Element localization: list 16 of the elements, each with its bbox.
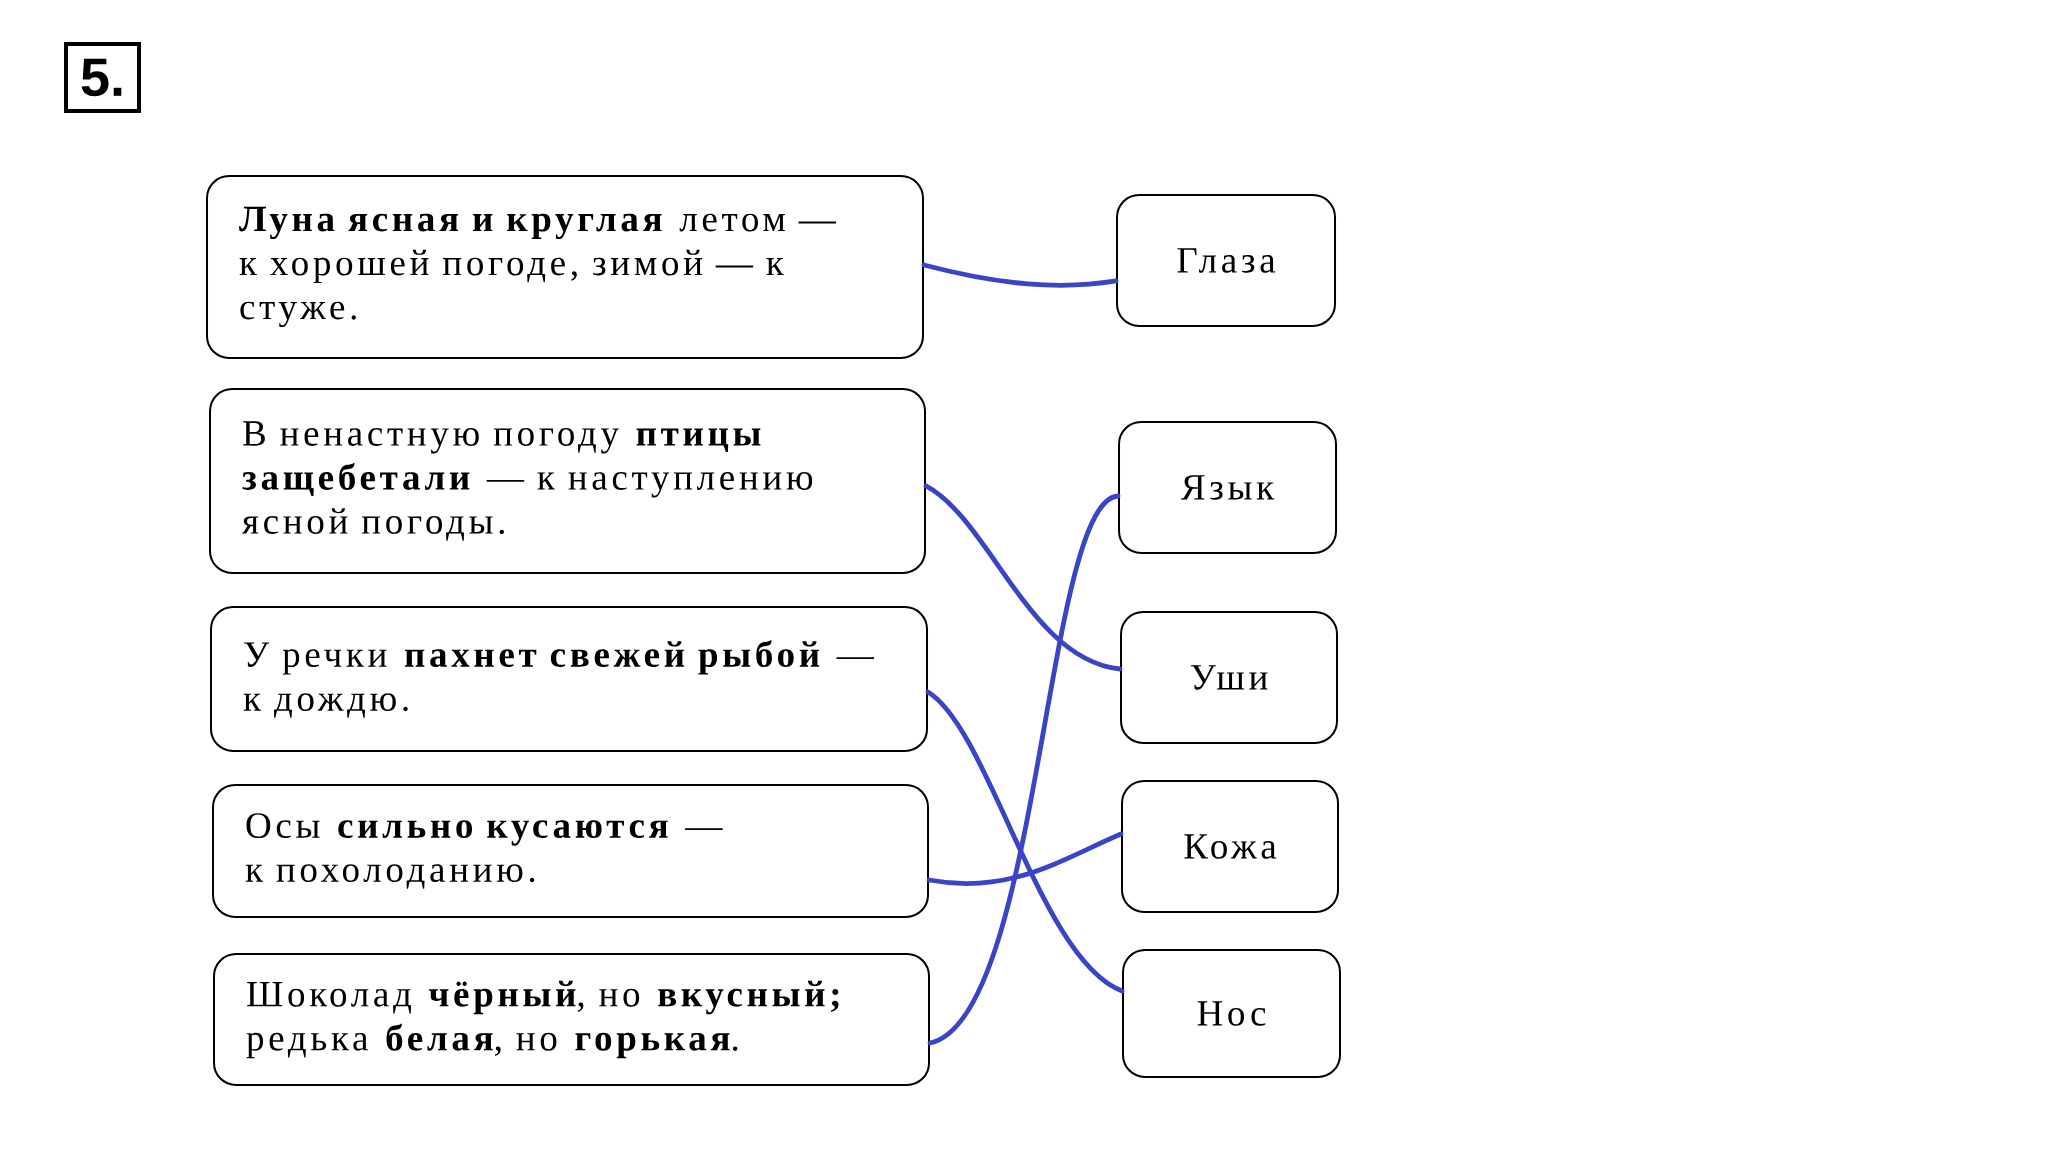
word-box: Язык <box>1118 421 1337 554</box>
sign-box: У речки пахнет свежей рыбой — к дождю. <box>210 606 928 752</box>
word-box: Глаза <box>1116 194 1336 327</box>
matching-line <box>927 493 1121 1046</box>
matching-line <box>926 831 1124 886</box>
matching-line <box>925 689 1125 994</box>
word-box: Кожа <box>1121 780 1339 913</box>
sign-box: В ненастную погоду птицы защебетали — к наступлению ясной погоды. <box>209 388 926 574</box>
sign-box: Осы сильно кусаются — к похолоданию. <box>212 784 929 918</box>
task-number: 5. <box>64 42 141 113</box>
word-box: Нос <box>1122 949 1341 1078</box>
matching-line <box>921 262 1119 288</box>
sign-box: Шоколад чёрный, но вкусный; редька белая, но горькая. <box>213 953 930 1086</box>
matching-line <box>923 483 1123 672</box>
sign-box: Луна ясная и круглая летом — к хорошей погоде, зимой — к стуже. <box>206 175 924 359</box>
word-box: Уши <box>1120 611 1338 744</box>
